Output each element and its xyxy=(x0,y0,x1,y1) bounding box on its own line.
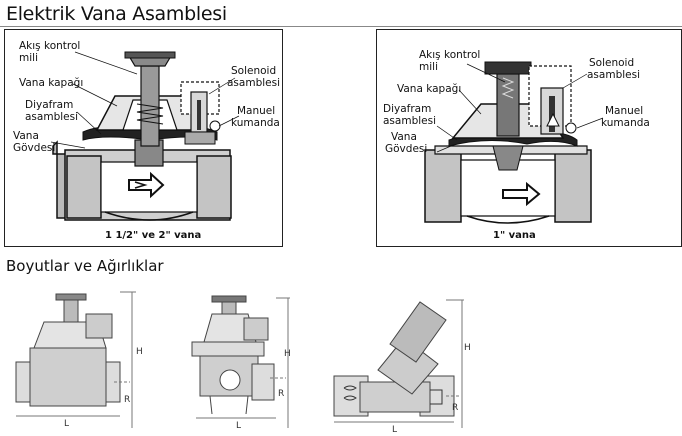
label-body-1: Vana xyxy=(13,130,39,142)
dim-label-l-2: L xyxy=(236,421,241,431)
label-body-1: Vana xyxy=(391,131,417,143)
label-flow-stem-2: mili xyxy=(419,61,438,73)
dim-label-h-2: H xyxy=(284,349,291,359)
label-manual-1: Manuel xyxy=(237,105,275,117)
label-diaphragm-1: Diyafram xyxy=(25,99,73,111)
dimension-drawings: H R L H R L H R xyxy=(15,291,471,435)
label-solenoid-2: asamblesi xyxy=(227,77,280,89)
dim-label-h-1: H xyxy=(136,347,143,357)
dim-drawing-straight: H R L xyxy=(15,291,143,429)
label-solenoid-1: Solenoid xyxy=(589,57,634,69)
caption-large-valve: 1 1/2" ve 2" vana xyxy=(105,230,201,241)
label-manual-2: kumanda xyxy=(601,117,650,129)
label-diaphragm-1: Diyafram xyxy=(383,103,431,115)
label-diaphragm-2: asamblesi xyxy=(383,115,436,127)
dim-label-r-2: R xyxy=(278,389,284,399)
caption-small-valve: 1" vana xyxy=(493,230,536,241)
dim-drawing-angle: H R L xyxy=(191,295,291,431)
label-manual-1: Manuel xyxy=(605,105,643,117)
label-flow-stem-2: mili xyxy=(19,52,38,64)
label-diaphragm-2: asamblesi xyxy=(25,111,78,123)
valve-diagram-small: Akış kontrol mili Vana kapağı Diyafram a… xyxy=(376,29,682,247)
dim-label-l-3: L xyxy=(392,425,397,435)
dim-label-r-3: R xyxy=(452,403,458,413)
valve-diagram-large: Akış kontrol mili Vana kapağı Diyafram a… xyxy=(4,29,283,247)
label-bonnet: Vana kapağı xyxy=(397,83,461,95)
label-solenoid-1: Solenoid xyxy=(231,65,276,77)
dim-label-l-1: L xyxy=(64,419,69,429)
dim-drawing-inclined: H R L xyxy=(333,299,471,435)
dim-label-h-3: H xyxy=(464,343,471,353)
valve-diagram-small-svg: Akış kontrol mili Vana kapağı Diyafram a… xyxy=(383,49,650,241)
label-body-2: Gövdesi xyxy=(385,143,427,155)
label-manual-2: kumanda xyxy=(231,117,280,129)
dim-label-r-1: R xyxy=(124,395,130,405)
label-flow-stem-1: Akış kontrol xyxy=(19,40,80,52)
valve-diagram-large-svg: Akış kontrol mili Vana kapağı Diyafram a… xyxy=(13,40,280,241)
page-title: Elektrik Vana Asamblesi xyxy=(6,3,227,25)
label-solenoid-2: asamblesi xyxy=(587,69,640,81)
label-bonnet: Vana kapağı xyxy=(19,77,83,89)
title-rule xyxy=(0,26,682,27)
label-body-2: Gövdesi xyxy=(13,142,55,154)
section-subtitle: Boyutlar ve Ağırlıklar xyxy=(6,257,164,275)
label-flow-stem-1: Akış kontrol xyxy=(419,49,480,61)
